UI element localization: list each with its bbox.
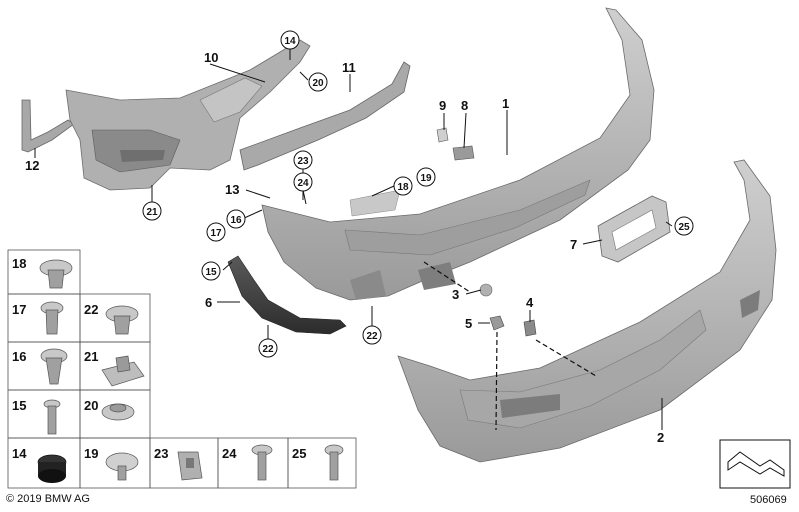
grid-label-20: 20: [84, 398, 98, 413]
svg-text:23: 23: [297, 156, 309, 167]
callout-19-circle: 19: [416, 167, 436, 187]
callout-13: 13: [225, 182, 239, 197]
grid-label-16: 16: [12, 349, 26, 364]
callout-1: 1: [502, 96, 509, 111]
fastener-16-rivet: [40, 348, 68, 385]
callout-4: 4: [526, 295, 534, 310]
grid-label-22: 22: [84, 302, 98, 317]
grid-label-19: 19: [84, 446, 98, 461]
fastener-19-button-clip: [105, 452, 139, 481]
trim-strip-part-6: [227, 255, 347, 335]
crossmember-part-11: [239, 61, 411, 171]
clip-part-8: [452, 145, 475, 161]
callout-22a-circle: 22: [258, 338, 278, 358]
callout-numbers: 1 2 3 4 5 6 7 8 9 10 11 12 13: [25, 50, 664, 445]
fastener-25-screw: [324, 444, 344, 481]
svg-text:17: 17: [210, 228, 222, 239]
grid-label-24: 24: [222, 446, 237, 461]
fastener-part-4: [523, 319, 537, 337]
callout-21-circle: 21: [142, 201, 162, 221]
assembly-dashed-lines: [423, 261, 597, 431]
clip-part-9: [436, 127, 449, 143]
fastener-part-5: [489, 315, 505, 331]
leader-lines: [34, 47, 673, 430]
callout-25-circle: 25: [674, 216, 694, 236]
diagram-symbol-box: [719, 439, 791, 489]
fastener-21-nut-clip: [101, 355, 145, 387]
svg-text:24: 24: [297, 178, 309, 189]
callout-17-circle: 17: [206, 222, 226, 242]
callout-7: 7: [570, 237, 577, 252]
callout-16-circle: 16: [226, 209, 246, 229]
fastener-22-clip: [105, 305, 139, 335]
callout-14-circle: 14: [280, 30, 300, 50]
fastener-23-spring-nut: [177, 451, 203, 481]
svg-text:16: 16: [230, 215, 242, 226]
grid-label-14: 14: [12, 446, 27, 461]
rear-bumper-part-2: [397, 159, 777, 463]
grid-label-18: 18: [12, 256, 26, 271]
callout-6: 6: [205, 295, 212, 310]
circled-callouts: 14 20 21 23 24 18 19 16: [142, 30, 694, 358]
grid-label-21: 21: [84, 349, 98, 364]
svg-text:21: 21: [146, 207, 158, 218]
grid-label-17: 17: [12, 302, 26, 317]
callout-9: 9: [439, 98, 446, 113]
svg-text:20: 20: [312, 78, 324, 89]
callout-5: 5: [465, 316, 472, 331]
grid-label-25: 25: [292, 446, 306, 461]
fastener-18-push-rivet: [39, 259, 73, 289]
fastener-15-bolt: [43, 399, 61, 435]
callout-24-circle: 24: [293, 172, 313, 192]
callout-22b-circle: 22: [362, 325, 382, 345]
callout-15-circle: 15: [201, 261, 221, 281]
svg-text:15: 15: [205, 267, 217, 278]
callout-20-circle: 20: [308, 72, 328, 92]
callout-8: 8: [461, 98, 468, 113]
fastener-24-screw: [251, 444, 273, 481]
copyright-text: © 2019 BMW AG: [6, 493, 90, 505]
callout-12: 12: [25, 158, 39, 173]
plate-bracket-part-7: [597, 195, 671, 263]
bracket-part-12: [21, 99, 75, 153]
grid-label-15: 15: [12, 398, 26, 413]
callout-2: 2: [657, 430, 664, 445]
fastener-14-rubber-buffer: [37, 454, 67, 483]
svg-text:25: 25: [678, 222, 690, 233]
callout-3: 3: [452, 287, 459, 302]
callout-23-circle: 23: [293, 150, 313, 170]
svg-text:22: 22: [262, 344, 274, 355]
carrier-frame-part-10: [65, 39, 311, 191]
svg-text:14: 14: [284, 36, 296, 47]
diagram-number: 506069: [750, 494, 787, 506]
svg-text:22: 22: [366, 331, 378, 342]
fastener-grid: 18 17 22 16 21 15 20 14 19 23 24 25: [7, 249, 357, 489]
callout-11: 11: [342, 60, 356, 75]
fastener-17-rivet: [40, 301, 64, 335]
fastener-20-nut: [101, 403, 135, 421]
grid-label-23: 23: [154, 446, 168, 461]
svg-text:18: 18: [397, 182, 409, 193]
callout-18-circle: 18: [393, 176, 413, 196]
svg-text:19: 19: [420, 173, 432, 184]
callout-10: 10: [204, 50, 218, 65]
front-bumper-part-1: [261, 7, 655, 301]
cover-part-3: [479, 283, 493, 297]
